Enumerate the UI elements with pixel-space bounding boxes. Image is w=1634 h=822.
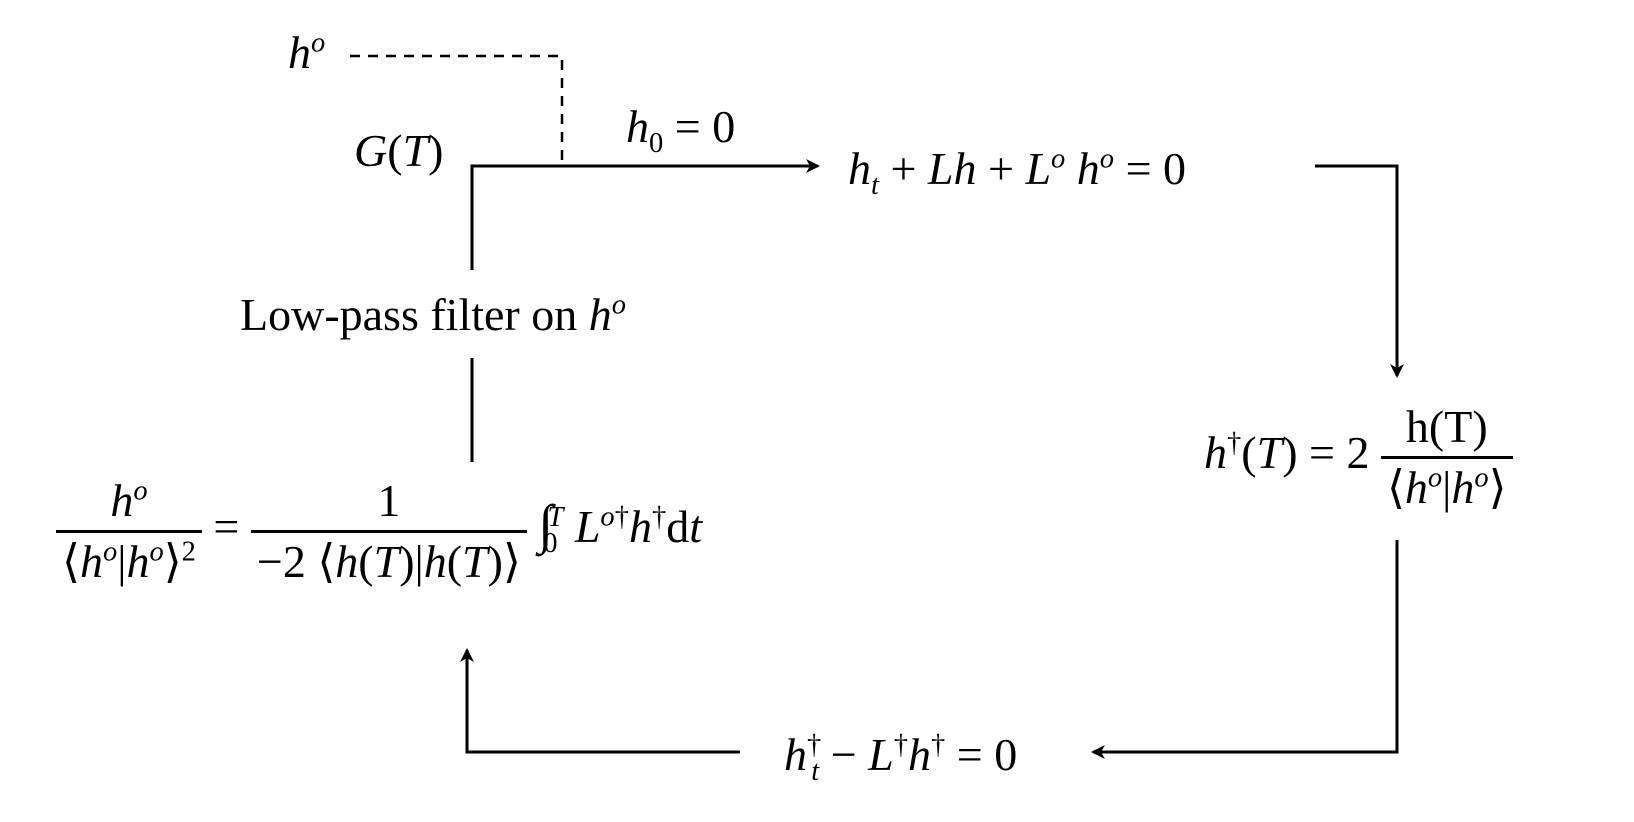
arrow-to-update-equation [460, 648, 740, 754]
arrow-to-forward-equation [470, 159, 820, 270]
update-rhs-fraction: 1 −2 ⟨h(T)|h(T)⟩ [250, 478, 527, 585]
terminal-condition: h†(T) = 2 h(T) ⟨ho|ho⟩ [1204, 404, 1513, 511]
update-lhs-fraction: ho ⟨ho|ho⟩2 [56, 477, 202, 585]
objective-g-label: G(T) [354, 125, 444, 176]
terminal-condition-fraction: h(T) ⟨ho|ho⟩ [1380, 404, 1513, 511]
filter-label: Low-pass filter on ho [240, 289, 627, 340]
initial-condition-label: h0 = 0 [626, 101, 736, 160]
filter-label-text: Low-pass filter on [240, 289, 589, 340]
arrow-to-terminal-condition [1315, 164, 1404, 378]
observed-field-label: ho [288, 27, 326, 78]
dt-differential: d [666, 501, 690, 553]
update-equation: ho ⟨ho|ho⟩2 = 1 −2 ⟨h(T)|h(T)⟩ ∫0T Lo†h†… [56, 477, 702, 585]
forward-equation: ht + Lh + Lo ho = 0 [848, 143, 1187, 202]
adjoint-equation: h†t − L†h† = 0 [784, 729, 1018, 788]
arrow-to-adjoint-equation [1091, 540, 1399, 759]
